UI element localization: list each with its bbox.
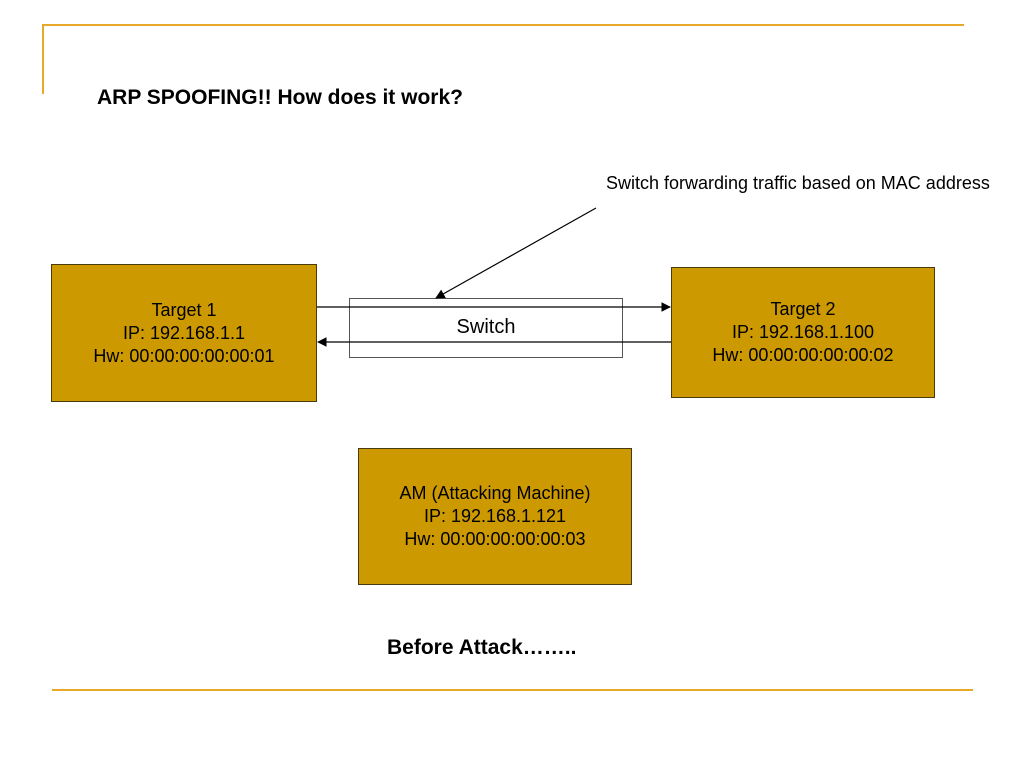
before-attack-caption: Before Attack…….. xyxy=(387,636,577,659)
attacker-ip: IP: 192.168.1.121 xyxy=(423,506,567,526)
switch-label: Switch xyxy=(456,316,516,338)
target-1-hw: Hw: 00:00:00:00:00:01 xyxy=(93,345,275,366)
target-2-node: Target 2 IP: 192.168.1.100 Hw: 00:00:00:… xyxy=(671,267,935,398)
left-rule xyxy=(42,24,44,94)
target-1-node: Target 1 IP: 192.168.1.1 Hw: 00:00:00:00… xyxy=(51,264,317,402)
top-rule xyxy=(42,24,964,26)
target-2-ip: IP: 192.168.1.100 xyxy=(731,322,875,342)
slide-title: ARP SPOOFING!! How does it work? xyxy=(97,86,463,109)
target-2-name: Target 2 xyxy=(770,299,836,319)
attacker-name: AM (Attacking Machine) xyxy=(399,483,591,503)
bottom-rule xyxy=(52,689,973,691)
target-1-name: Target 1 xyxy=(151,299,217,320)
attacker-node: AM (Attacking Machine) IP: 192.168.1.121… xyxy=(358,448,632,585)
arrow-callout-to-switch xyxy=(435,207,597,299)
switch-callout-text: Switch forwarding traffic based on MAC a… xyxy=(606,173,990,193)
switch-node: Switch xyxy=(349,298,623,358)
attacker-hw: Hw: 00:00:00:00:00:03 xyxy=(404,529,586,549)
target-2-hw: Hw: 00:00:00:00:00:02 xyxy=(712,345,894,365)
target-1-ip: IP: 192.168.1.1 xyxy=(122,322,246,343)
